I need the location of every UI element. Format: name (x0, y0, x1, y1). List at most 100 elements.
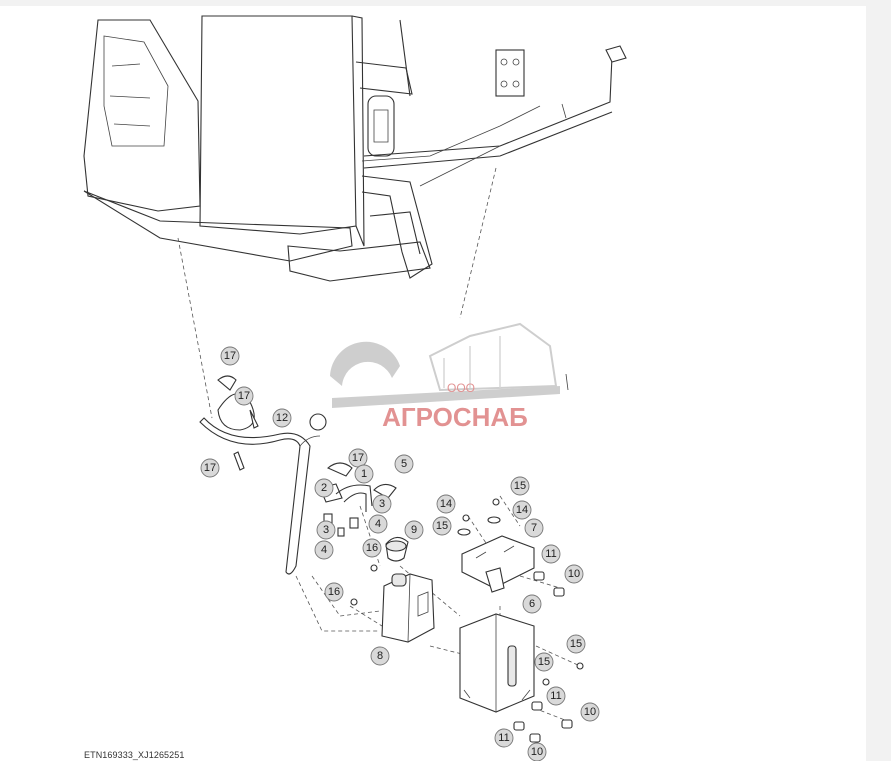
callout-circle (494, 728, 514, 748)
watermark-company-name: АГРОСНАБ (382, 402, 528, 432)
callout-number: 17 (352, 452, 364, 464)
callout-2: 2 (314, 478, 334, 498)
drawing-code: ETN169333_XJ1265251 (84, 750, 185, 760)
callout-circle (534, 652, 554, 672)
callout-14: 14 (436, 494, 456, 514)
callout-circle (564, 564, 584, 584)
callout-circle (324, 582, 344, 602)
callout-number: 11 (498, 732, 509, 744)
callout-circle (524, 518, 544, 538)
callout-15: 15 (566, 634, 586, 654)
callout-circle (362, 538, 382, 558)
callout-4: 4 (368, 514, 388, 534)
callout-number: 7 (531, 522, 537, 534)
callout-16: 16 (362, 538, 382, 558)
callout-number: 15 (436, 520, 448, 532)
callout-circle (234, 386, 254, 406)
callout-circle (546, 686, 566, 706)
hose-assembly (199, 375, 327, 575)
callout-circle (510, 476, 530, 496)
callout-17: 17 (234, 386, 254, 406)
callout-circle (316, 520, 336, 540)
callout-number: 17 (238, 390, 250, 402)
callout-number: 3 (323, 524, 329, 536)
callout-15: 15 (534, 652, 554, 672)
callout-15: 15 (432, 516, 452, 536)
callout-circle (272, 408, 292, 428)
lower-bracket (459, 613, 535, 713)
callout-17: 17 (220, 346, 240, 366)
callout-circle (566, 634, 586, 654)
callout-number: 14 (440, 498, 452, 510)
callout-circle (370, 646, 390, 666)
callout-circle (368, 514, 388, 534)
callout-circle (580, 702, 600, 722)
callout-number: 4 (321, 544, 327, 556)
callout-circle (372, 494, 392, 514)
callout-number: 16 (366, 542, 378, 554)
callout-number: 12 (276, 412, 288, 424)
callout-number: 15 (570, 638, 582, 650)
callout-number: 6 (529, 598, 535, 610)
callout-number: 11 (550, 690, 561, 702)
callout-number: 4 (375, 518, 381, 530)
callout-number: 15 (538, 656, 550, 668)
callout-14: 14 (512, 500, 532, 520)
callout-circle (404, 520, 424, 540)
callout-17: 17 (348, 448, 368, 468)
callout-circle (314, 478, 334, 498)
callout-12: 12 (272, 408, 292, 428)
callout-6: 6 (522, 594, 542, 614)
callout-number: 16 (328, 586, 340, 598)
callout-3: 3 (316, 520, 336, 540)
callout-number: 5 (401, 458, 407, 470)
callout-10: 10 (527, 742, 547, 761)
callout-11: 11 (494, 728, 514, 748)
callout-number: 14 (516, 504, 528, 516)
callout-number: 8 (377, 650, 383, 662)
callout-circle (354, 464, 374, 484)
callout-1: 1 (354, 464, 374, 484)
callout-4: 4 (314, 540, 334, 560)
callout-circle (436, 494, 456, 514)
callout-circle (541, 544, 561, 564)
callout-circle (394, 454, 414, 474)
callout-number: 1 (361, 468, 367, 480)
callout-number: 10 (568, 568, 580, 580)
callout-number: 17 (224, 350, 236, 362)
gear-logo-icon (330, 341, 400, 386)
watermark-company-form: ООО (447, 381, 475, 395)
company-logo-watermark: ООО АГРОСНАБ (330, 322, 560, 432)
callout-17: 17 (200, 458, 220, 478)
callout-7: 7 (524, 518, 544, 538)
callout-number: 11 (545, 548, 556, 560)
callout-circle (220, 346, 240, 366)
callout-number: 10 (531, 746, 543, 758)
callout-3: 3 (372, 494, 392, 514)
callout-circle (527, 742, 547, 761)
reservoir-tank (381, 536, 435, 643)
callout-9: 9 (404, 520, 424, 540)
exploded-parts-diagram: ООО АГРОСНАБ 171717121751233449161681514… (83, 15, 627, 761)
callout-number: 9 (411, 524, 417, 536)
hardware (457, 498, 584, 743)
callout-5: 5 (394, 454, 414, 474)
callout-number: 15 (514, 480, 526, 492)
callout-number: 2 (321, 482, 327, 494)
callout-16: 16 (324, 582, 344, 602)
callout-10: 10 (564, 564, 584, 584)
callout-number: 17 (204, 462, 216, 474)
callout-circle (512, 500, 532, 520)
callout-circle (522, 594, 542, 614)
callout-circle (314, 540, 334, 560)
leader-lines (177, 167, 581, 723)
callout-circle (432, 516, 452, 536)
cab-body (83, 15, 627, 391)
callout-11: 11 (541, 544, 561, 564)
callout-number: 3 (379, 498, 385, 510)
callout-circle (200, 458, 220, 478)
callout-11: 11 (546, 686, 566, 706)
callout-8: 8 (370, 646, 390, 666)
